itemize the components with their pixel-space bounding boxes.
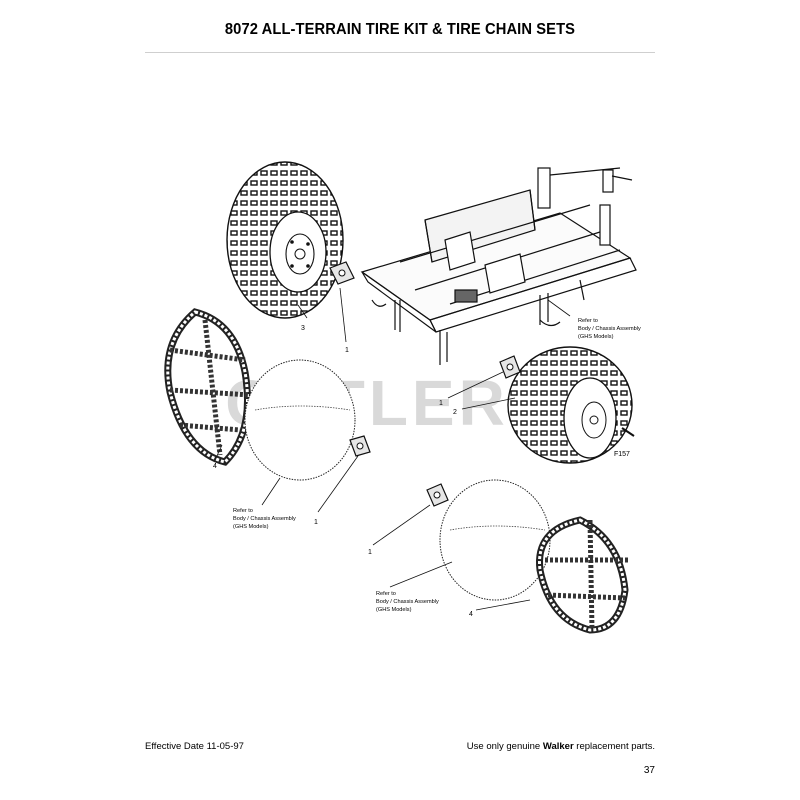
hub-adapter (426, 483, 449, 507)
refer-note-line: (GHS Models) (376, 607, 412, 613)
footer-prefix: Use only genuine (466, 741, 543, 752)
tire-outline-left (244, 359, 356, 481)
page-number: 37 (643, 765, 655, 776)
refer-note: Refer to Body / Chassis Assembly (GHS Mo… (376, 591, 439, 613)
refer-note-line: Body / Chassis Assembly (578, 326, 641, 332)
refer-note: Refer to Body / Chassis Assembly (GHS Mo… (233, 508, 296, 530)
refer-note-line: Refer to (233, 508, 253, 514)
refer-note: Refer to Body / Chassis Assembly (GHS Mo… (578, 318, 641, 340)
hub-adapter (499, 355, 521, 379)
callout-item-2: 2 (453, 409, 457, 416)
callout-item-3: 3 (301, 325, 305, 332)
title-divider (145, 52, 655, 53)
brand-name: Walker (542, 741, 574, 752)
callout-item-4: 4 (469, 611, 473, 618)
refer-note-line: Refer to (578, 318, 598, 324)
tire-chain-lower (536, 516, 630, 634)
refer-note-line: Body / Chassis Assembly (376, 599, 439, 605)
callout-item-4: 4 (213, 463, 217, 470)
wheel-assembly-right (507, 346, 635, 464)
tire-chain-left (164, 308, 251, 466)
refer-note-line: (GHS Models) (578, 334, 614, 340)
hub-adapter (329, 261, 355, 285)
chassis-frame (360, 167, 637, 365)
refer-note-line: Refer to (376, 591, 396, 597)
callout-part-f157: F157 (614, 451, 630, 458)
footer-suffix: replacement parts. (573, 741, 655, 752)
refer-note-line: (GHS Models) (233, 524, 269, 530)
leader-lines (215, 287, 571, 611)
callout-item-1: 1 (368, 549, 372, 556)
page-title: 8072 ALL-TERRAIN TIRE KIT & TIRE CHAIN S… (224, 21, 576, 38)
callout-item-1: 1 (345, 347, 349, 354)
wheel-assembly-left (226, 161, 344, 319)
hub-adapter (349, 435, 371, 457)
callout-item-1: 1 (314, 519, 318, 526)
footer-notice: Use only genuine Walker replacement part… (467, 741, 655, 752)
tire-outline-lower (439, 479, 551, 601)
callout-item-1: 1 (439, 400, 443, 407)
refer-note-line: Body / Chassis Assembly (233, 516, 296, 522)
effective-date: Effective Date 11-05-97 (145, 741, 244, 752)
